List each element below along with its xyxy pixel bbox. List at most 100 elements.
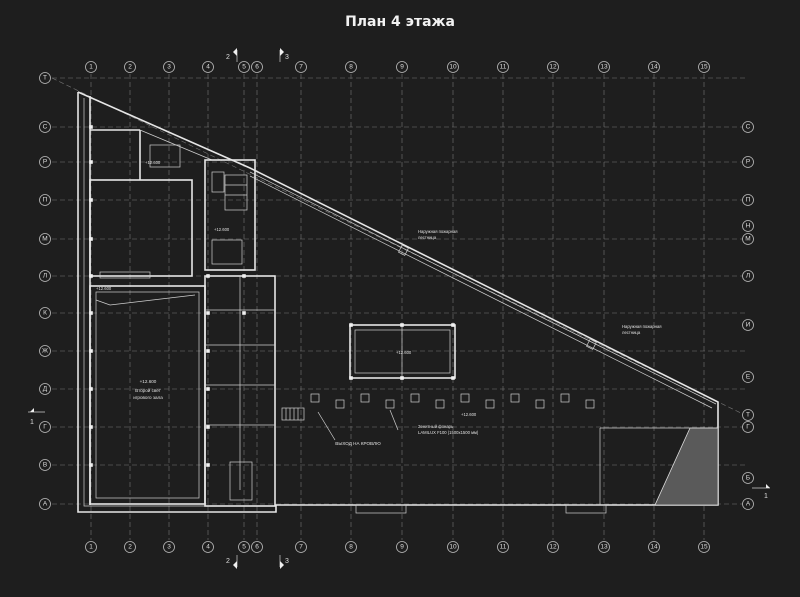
svg-text:игрового зала: игрового зала xyxy=(133,395,163,400)
level-mark: +12.600 xyxy=(461,412,477,417)
skylight xyxy=(435,399,445,409)
grid-column-bubble: 12 xyxy=(547,61,559,73)
svg-text:С: С xyxy=(43,124,48,131)
grid-row-bubble: Р xyxy=(39,156,51,168)
grid-row-bubble: Г xyxy=(39,421,51,433)
level-mark: +12.600 xyxy=(96,286,112,291)
column xyxy=(349,323,353,327)
grid-row-bubble: Е xyxy=(742,371,754,383)
grid-row-bubble: Ж xyxy=(39,345,51,357)
svg-text:Г: Г xyxy=(43,424,47,431)
svg-text:15: 15 xyxy=(700,544,708,551)
svg-text:+12.600: +12.600 xyxy=(140,379,157,384)
svg-text:11: 11 xyxy=(500,544,507,551)
roof-exit-label: ВЫХОД НА КРОВЛЮ xyxy=(335,441,381,446)
skylights xyxy=(310,393,595,409)
grid-row-bubble: С xyxy=(39,121,51,133)
grid-column-bubble: 1 xyxy=(85,61,97,73)
column xyxy=(89,237,93,241)
fire-stair-note-1: Наружная пожарная лестница xyxy=(418,229,458,240)
column xyxy=(206,311,210,315)
grid-column-bubble: 4 xyxy=(202,541,214,553)
skylight xyxy=(410,393,420,403)
svg-text:2: 2 xyxy=(226,558,230,565)
column xyxy=(242,311,246,315)
grid-column-bubble: 4 xyxy=(202,61,214,73)
skylight xyxy=(385,399,395,409)
svg-text:5: 5 xyxy=(242,64,246,71)
svg-text:Л: Л xyxy=(746,273,750,280)
svg-text:3: 3 xyxy=(285,558,289,565)
svg-text:М: М xyxy=(745,236,750,243)
grid-column-bubble: 11 xyxy=(497,61,509,73)
grid-row-bubble: П xyxy=(742,194,754,206)
building-walls xyxy=(77,91,719,514)
svg-text:10: 10 xyxy=(449,544,457,551)
grid-column-bubble: 11 xyxy=(497,541,509,553)
skylight xyxy=(310,393,320,403)
level-mark: +12.600 xyxy=(145,160,161,165)
grid-row-bubble: Р xyxy=(742,156,754,168)
svg-text:15: 15 xyxy=(700,64,708,71)
grid-row-bubble: Л xyxy=(742,270,754,282)
svg-text:К: К xyxy=(43,310,47,317)
svg-text:6: 6 xyxy=(255,64,259,71)
skylight xyxy=(485,399,495,409)
section-marks: 2 3 2 3 1 1 xyxy=(28,48,770,569)
column xyxy=(206,425,210,429)
grid-column-bubble: 7 xyxy=(295,541,307,553)
column xyxy=(89,425,93,429)
svg-text:7: 7 xyxy=(299,544,303,551)
grid-column-bubble: 3 xyxy=(163,541,175,553)
svg-text:Наружная пожарная: Наружная пожарная xyxy=(622,324,662,329)
grid-column-bubble: 13 xyxy=(598,541,610,553)
svg-text:3: 3 xyxy=(167,544,171,551)
grid-row-bubble: Т xyxy=(39,72,51,84)
svg-text:8: 8 xyxy=(349,64,353,71)
svg-text:4: 4 xyxy=(206,544,210,551)
grid-column-bubble: 13 xyxy=(598,61,610,73)
skylight xyxy=(560,393,570,403)
grid-row-bubble: К xyxy=(39,307,51,319)
svg-text:7: 7 xyxy=(299,64,303,71)
column xyxy=(89,198,93,202)
skylight xyxy=(335,399,345,409)
svg-text:6: 6 xyxy=(255,544,259,551)
svg-text:LAMILUX F100 (1500x1500 мм): LAMILUX F100 (1500x1500 мм) xyxy=(418,430,479,435)
svg-text:5: 5 xyxy=(242,544,246,551)
skylight xyxy=(535,399,545,409)
column xyxy=(400,376,404,380)
grid-row-bubble: В xyxy=(39,459,51,471)
svg-text:3: 3 xyxy=(167,64,171,71)
grid-row-bubble: Т xyxy=(742,409,754,421)
svg-text:Зенитный фонарь: Зенитный фонарь xyxy=(418,424,454,429)
svg-text:14: 14 xyxy=(650,64,658,71)
grid-column-bubble: 3 xyxy=(163,61,175,73)
svg-text:Второй свет: Второй свет xyxy=(135,387,162,393)
skylight xyxy=(585,399,595,409)
svg-text:Л: Л xyxy=(43,273,47,280)
svg-text:2: 2 xyxy=(128,544,132,551)
svg-text:1: 1 xyxy=(89,544,93,551)
svg-text:Б: Б xyxy=(746,475,750,482)
column xyxy=(451,376,455,380)
grid-row-bubble: И xyxy=(742,319,754,331)
skylight xyxy=(510,393,520,403)
column xyxy=(400,323,404,327)
svg-text:И: И xyxy=(746,322,751,329)
svg-text:2: 2 xyxy=(128,64,132,71)
svg-text:В: В xyxy=(43,462,47,469)
svg-text:9: 9 xyxy=(400,544,404,551)
grid-row-bubble: Л xyxy=(39,270,51,282)
grid-row-bubble: П xyxy=(39,194,51,206)
grid-row-bubble: А xyxy=(39,498,51,510)
grid-column-bubble: 10 xyxy=(447,61,459,73)
svg-text:14: 14 xyxy=(650,544,658,551)
svg-text:Р: Р xyxy=(746,159,750,166)
svg-text:М: М xyxy=(42,236,47,243)
grid-column-bubble: 2 xyxy=(124,61,136,73)
column xyxy=(206,349,210,353)
svg-text:Т: Т xyxy=(43,75,47,82)
grid-column-bubble: 1 xyxy=(85,541,97,553)
grid-column-bubble: 7 xyxy=(295,61,307,73)
